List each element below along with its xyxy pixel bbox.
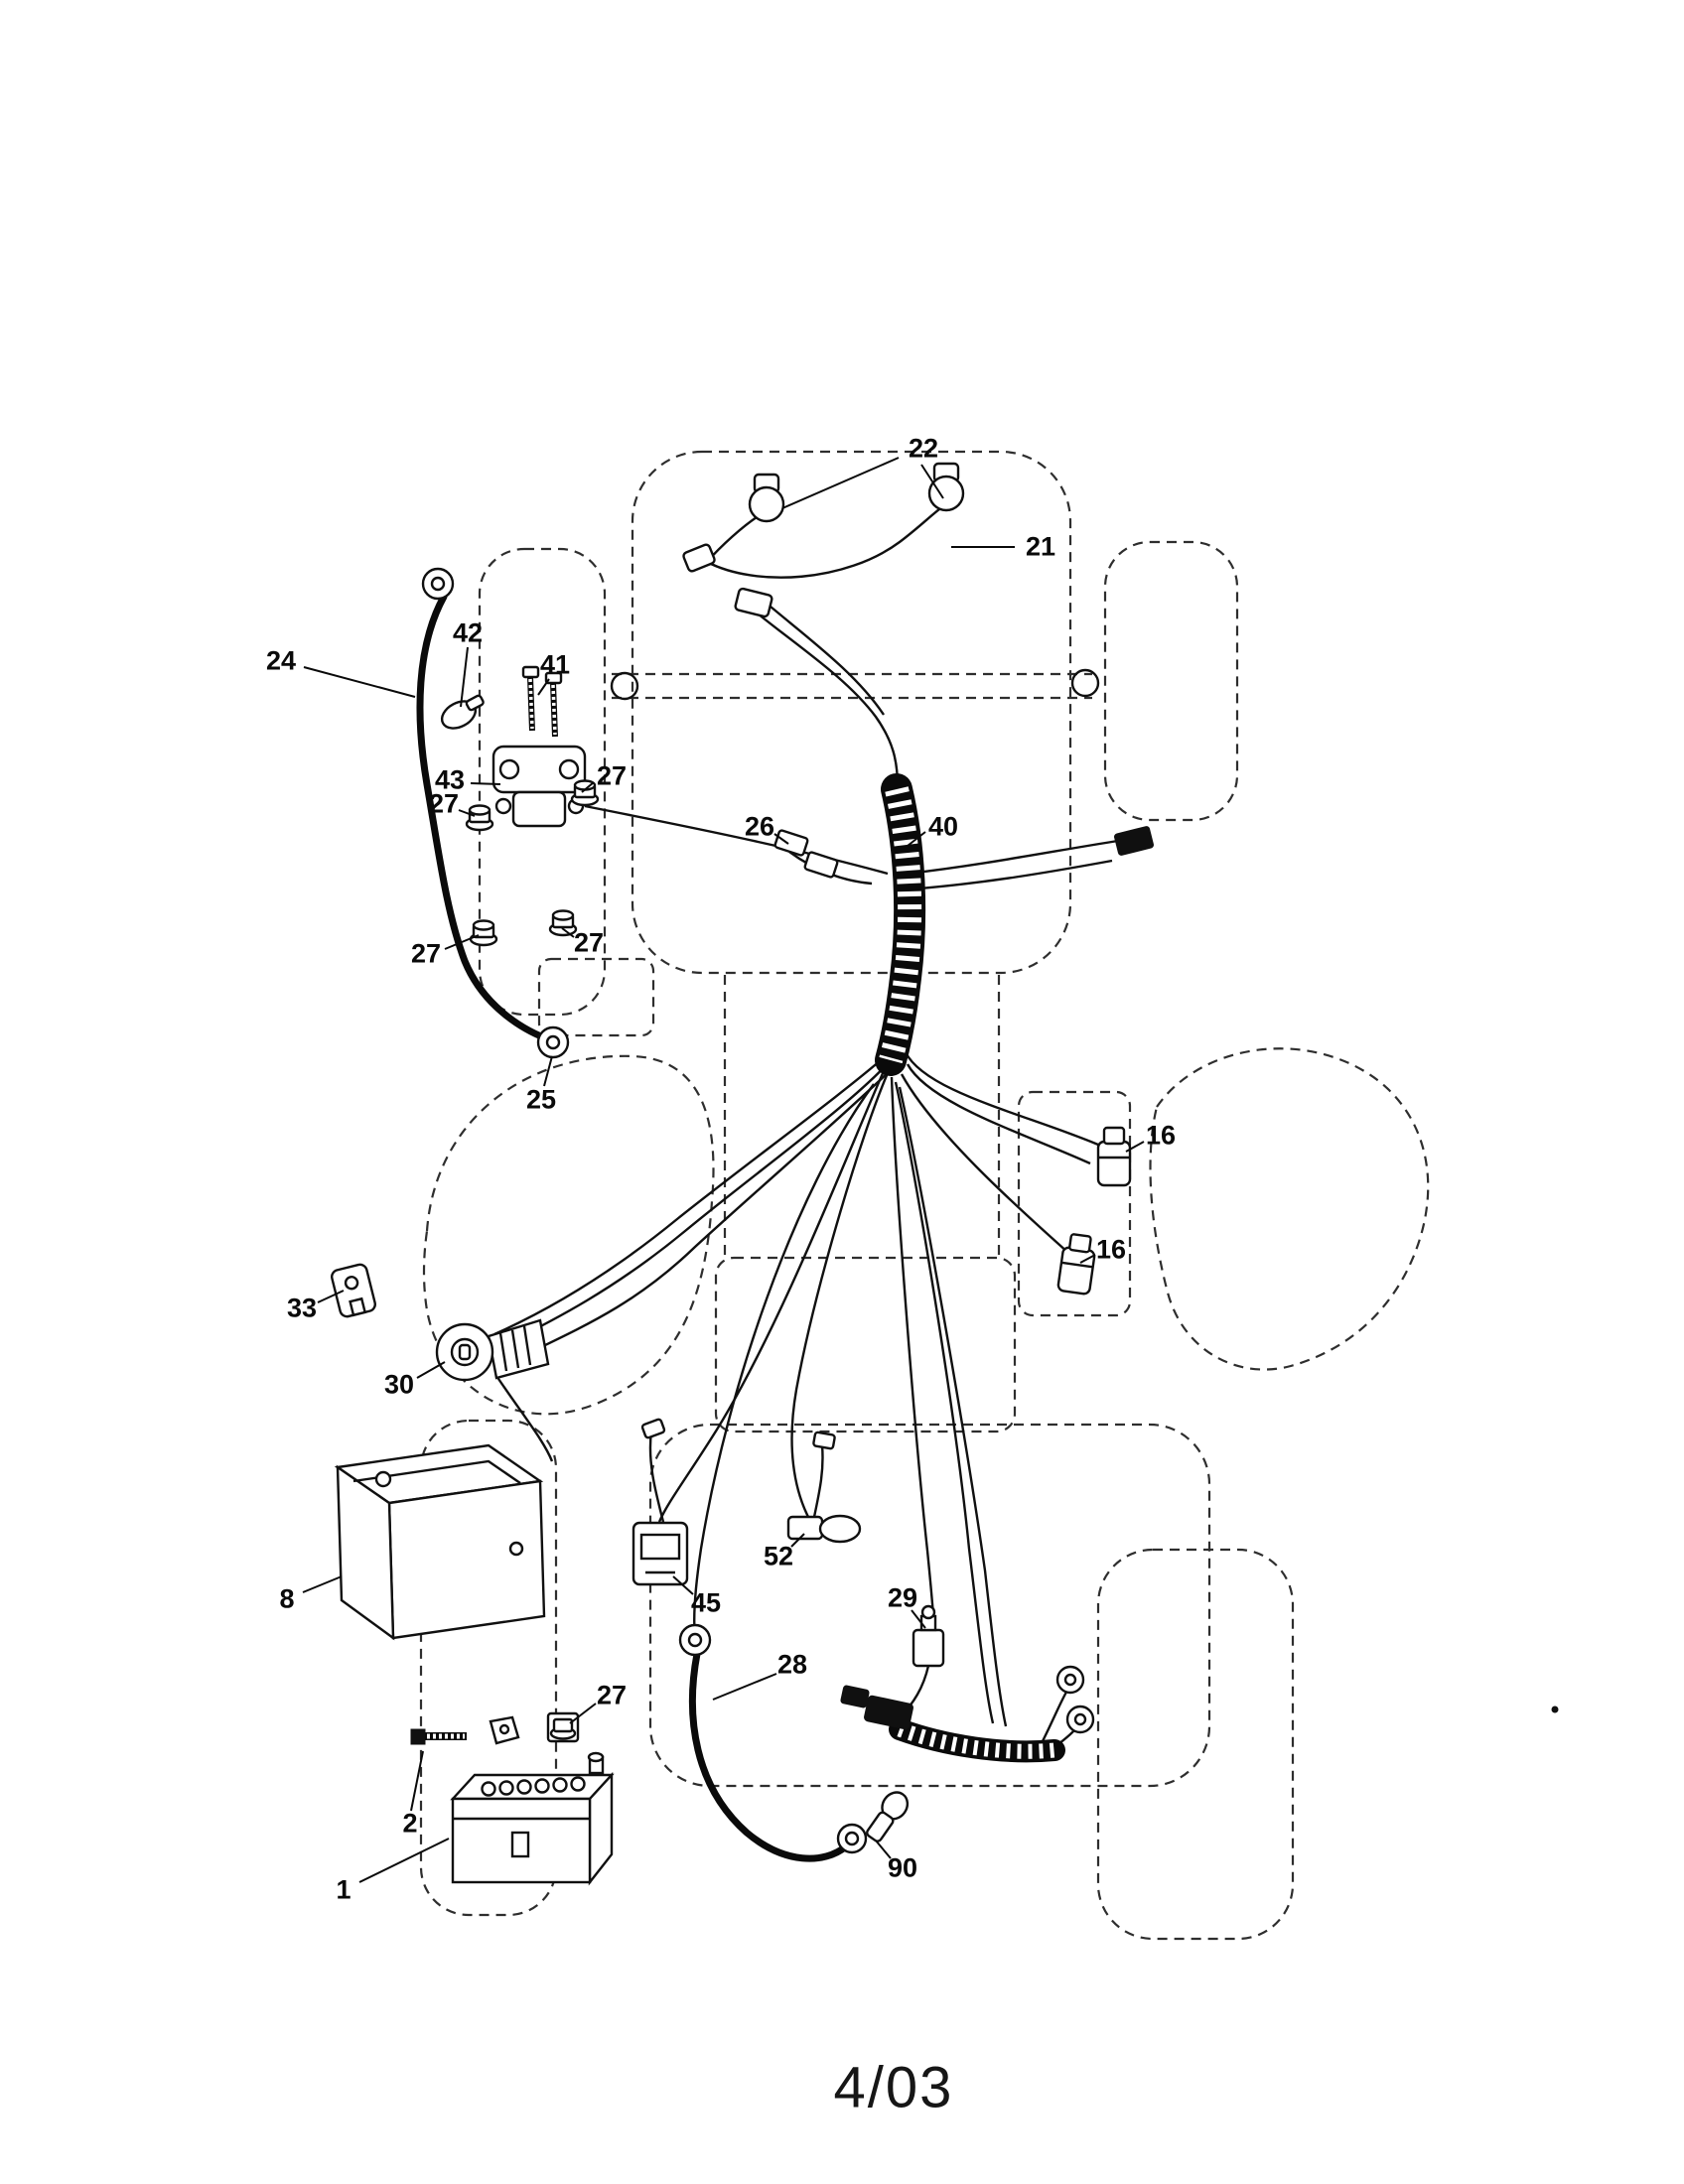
callout-42: 42 [452,617,484,648]
callout-43: 43 [434,764,466,795]
callout-8: 8 [279,1583,295,1614]
interlock-switch-29 [912,1604,945,1668]
callout-16-upper: 16 [1145,1120,1177,1151]
battery-1 [450,1751,615,1886]
callout-26: 26 [744,811,775,842]
nut-27-lower-left [469,919,498,947]
mounting-bolts-41 [521,665,563,738]
nut-27-battery [546,1711,580,1743]
callout-24: 24 [265,645,297,676]
terminal-bolt-90 [866,1791,910,1843]
nut-27-lower-right [548,909,578,937]
callout-27-solenoid-right: 27 [596,760,628,791]
headlight-socket-right [927,462,965,512]
headlight-harness-connectors [682,543,773,618]
connector-16-upper [1096,1126,1132,1187]
callout-29: 29 [887,1582,918,1613]
harness-coil-main [875,773,926,1076]
fuse-holder-26 [773,829,839,879]
ignition-key-33 [331,1263,376,1318]
callout-27-lower-right: 27 [573,927,605,958]
tractor-body-outline [419,450,1430,1941]
callout-28: 28 [776,1649,808,1680]
callout-16-lower: 16 [1095,1234,1127,1265]
ground-cable-24 [416,567,570,1059]
ring-terminals-lower-right [1055,1665,1095,1734]
ignition-switch-30 [435,1318,550,1382]
harness-wires [493,505,1119,1748]
harness-connector-block-lower [840,1685,913,1730]
battery-box-8 [334,1443,546,1641]
harness-coil-lower [889,1718,1065,1763]
terminal-boot-42 [440,694,485,730]
callout-2: 2 [402,1808,418,1839]
callout-41: 41 [539,649,571,680]
diagram-date-code: 4/03 [833,2055,954,2120]
callout-22: 22 [908,433,939,464]
nut-27-solenoid-left [465,804,494,832]
callout-52: 52 [763,1541,794,1571]
callout-33: 33 [286,1293,318,1323]
callout-90: 90 [887,1852,918,1883]
callout-40: 40 [927,811,959,842]
page-speck [1551,1706,1559,1713]
terminal-clamp [489,1715,520,1745]
nut-27-solenoid-right [570,779,600,807]
callout-27-battery: 27 [596,1680,628,1710]
callout-leader-lines [302,457,1145,1883]
callout-30: 30 [383,1369,415,1400]
starter-solenoid-43 [491,745,587,828]
connector-16-lower [1056,1233,1096,1296]
harness-connector-block-right [1114,826,1154,856]
callout-27-lower-left: 27 [410,938,442,969]
callout-1: 1 [336,1874,351,1905]
callout-45: 45 [690,1587,722,1618]
callout-27-solenoid-left: 27 [428,788,460,819]
battery-cable-28 [678,1623,868,1862]
headlight-socket-left [748,473,785,523]
battery-bolt-2 [410,1728,467,1745]
callout-25: 25 [525,1084,557,1115]
hour-meter-45 [632,1418,689,1586]
callout-21: 21 [1025,531,1056,562]
circuit-breaker-52 [786,1431,862,1544]
